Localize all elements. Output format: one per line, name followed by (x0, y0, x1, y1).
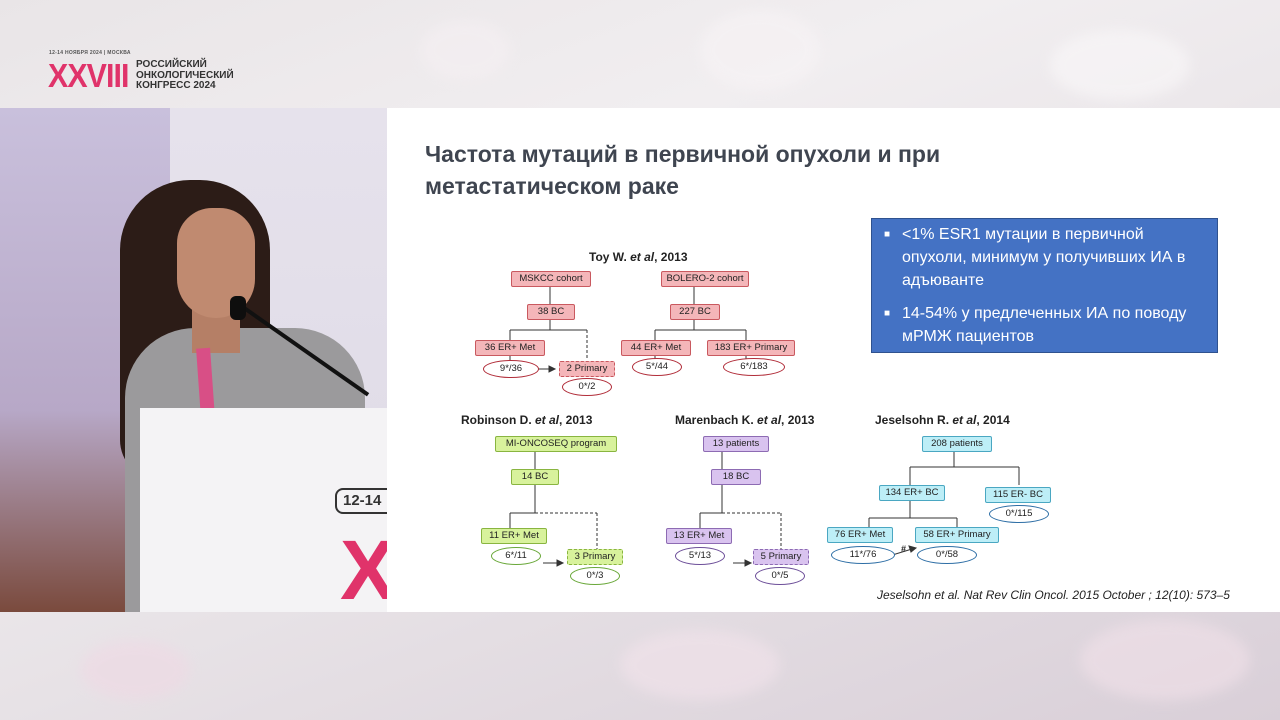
congress-number: XXVIII (48, 57, 129, 94)
node-mi-oncoseq-program: MI-ONCOSEQ program (495, 436, 617, 452)
square-bullet-icon: ■ (884, 229, 891, 240)
background-bokeh (420, 20, 510, 80)
study-author: Jeselsohn R. (875, 413, 953, 427)
study-author: Toy W. (589, 250, 631, 264)
node-208-patients: 208 patients (922, 436, 992, 452)
result-oval: 0*/2 (562, 378, 612, 396)
study-author: Marenbach K. (675, 413, 758, 427)
congress-logo: 12-14 НОЯБРЯ 2024 | МОСКВА XXVIII РОССИЙ… (46, 50, 246, 102)
node-134-er-bc: 134 ER+ BC (879, 485, 945, 501)
study-year: , 2013 (654, 250, 688, 264)
study-title-marenbach: Marenbach K. et al, 2013 (675, 413, 814, 427)
node-14-bc: 14 BC (511, 469, 559, 485)
background-bokeh (620, 630, 780, 700)
background-bokeh (80, 640, 190, 700)
study-author: Robinson D. (461, 413, 535, 427)
callout-item: ■ 14-54% у предлеченных ИА по поводу мРМ… (882, 302, 1207, 348)
study-title-jeselsohn: Jeselsohn R. et al, 2014 (875, 413, 1010, 427)
presentation-slide: Частота мутаций в первичной опухоли и пр… (387, 108, 1280, 612)
result-oval: 9*/36 (483, 360, 539, 378)
study-etal: et al (630, 250, 655, 264)
square-bullet-icon: ■ (884, 308, 891, 319)
study-etal: et al (535, 413, 560, 427)
slide-citation: Jeselsohn et al. Nat Rev Clin Oncol. 201… (877, 588, 1230, 602)
callout-box: ■ <1% ESR1 мутации в первичной опухоли, … (871, 218, 1218, 353)
congress-name-line: РОССИЙСКИЙ (136, 59, 207, 70)
result-oval: 5*/13 (675, 547, 725, 565)
study-year: , 2014 (976, 413, 1010, 427)
callout-text: <1% ESR1 мутации в первичной опухоли, ми… (902, 226, 1186, 289)
study-etal: et al (952, 413, 977, 427)
slide-title-line: метастатическом раке (425, 173, 679, 199)
node-13-er-met: 13 ER+ Met (666, 528, 732, 544)
background-bokeh (1050, 30, 1190, 100)
node-mskcc-cohort: MSKCC cohort (511, 271, 591, 287)
podium (140, 408, 387, 612)
study-year: , 2013 (781, 413, 815, 427)
study-etal: et al (757, 413, 782, 427)
node-44-er-met: 44 ER+ Met (621, 340, 691, 356)
congress-name-line: ОНКОЛОГИЧЕСКИЙ (136, 69, 234, 81)
slide-title-line: Частота мутаций в первичной опухоли и пр… (425, 141, 941, 167)
result-oval: 0*/58 (917, 546, 977, 564)
node-13-patients: 13 patients (703, 436, 769, 452)
congress-name-line: КОНГРЕСС 2024 (136, 80, 216, 91)
result-oval: 6*/183 (723, 358, 785, 376)
node-38-bc: 38 BC (527, 304, 575, 320)
result-oval: 5*/44 (632, 358, 682, 376)
node-36-er-met: 36 ER+ Met (475, 340, 545, 356)
callout-text: 14-54% у предлеченных ИА по поводу мРМЖ … (902, 305, 1187, 345)
result-oval: 0*/115 (989, 505, 1049, 523)
slide-title: Частота мутаций в первичной опухоли и пр… (425, 138, 1065, 202)
node-76-er-met: 76 ER+ Met (827, 527, 893, 543)
node-115-er-neg-bc: 115 ER- BC (985, 487, 1051, 503)
node-183-er-primary: 183 ER+ Primary (707, 340, 795, 356)
node-18-bc: 18 BC (711, 469, 761, 485)
callout-item: ■ <1% ESR1 мутации в первичной опухоли, … (882, 223, 1207, 292)
node-227-bc: 227 BC (670, 304, 720, 320)
node-3-primary: 3 Primary (567, 549, 623, 565)
speaker-video: 12-14 X (0, 108, 387, 612)
study-title-robinson: Robinson D. et al, 2013 (461, 413, 592, 427)
background-bokeh (1080, 620, 1250, 700)
podium-date-tag: 12-14 (335, 488, 387, 514)
node-5-primary: 5 Primary (753, 549, 809, 565)
study-title-toy: Toy W. et al, 2013 (589, 250, 688, 264)
result-oval: 0*/5 (755, 567, 805, 585)
podium-logo-letter: X (340, 523, 387, 612)
background-bokeh (700, 10, 820, 90)
node-11-er-met: 11 ER+ Met (481, 528, 547, 544)
result-oval: 11*/76 (831, 546, 895, 564)
microphone-icon (230, 296, 246, 320)
result-oval: 6*/11 (491, 547, 541, 565)
node-58-er-primary: 58 ER+ Primary (915, 527, 999, 543)
node-bolero-cohort: BOLERO-2 cohort (661, 271, 749, 287)
result-oval: 0*/3 (570, 567, 620, 585)
node-2-primary: 2 Primary (559, 361, 615, 377)
study-year: , 2013 (559, 413, 593, 427)
congress-name: РОССИЙСКИЙ ОНКОЛОГИЧЕСКИЙ КОНГРЕСС 2024 (136, 59, 246, 92)
hash-mark: # (901, 544, 907, 554)
congress-date: 12-14 НОЯБРЯ 2024 | МОСКВА (49, 50, 131, 56)
